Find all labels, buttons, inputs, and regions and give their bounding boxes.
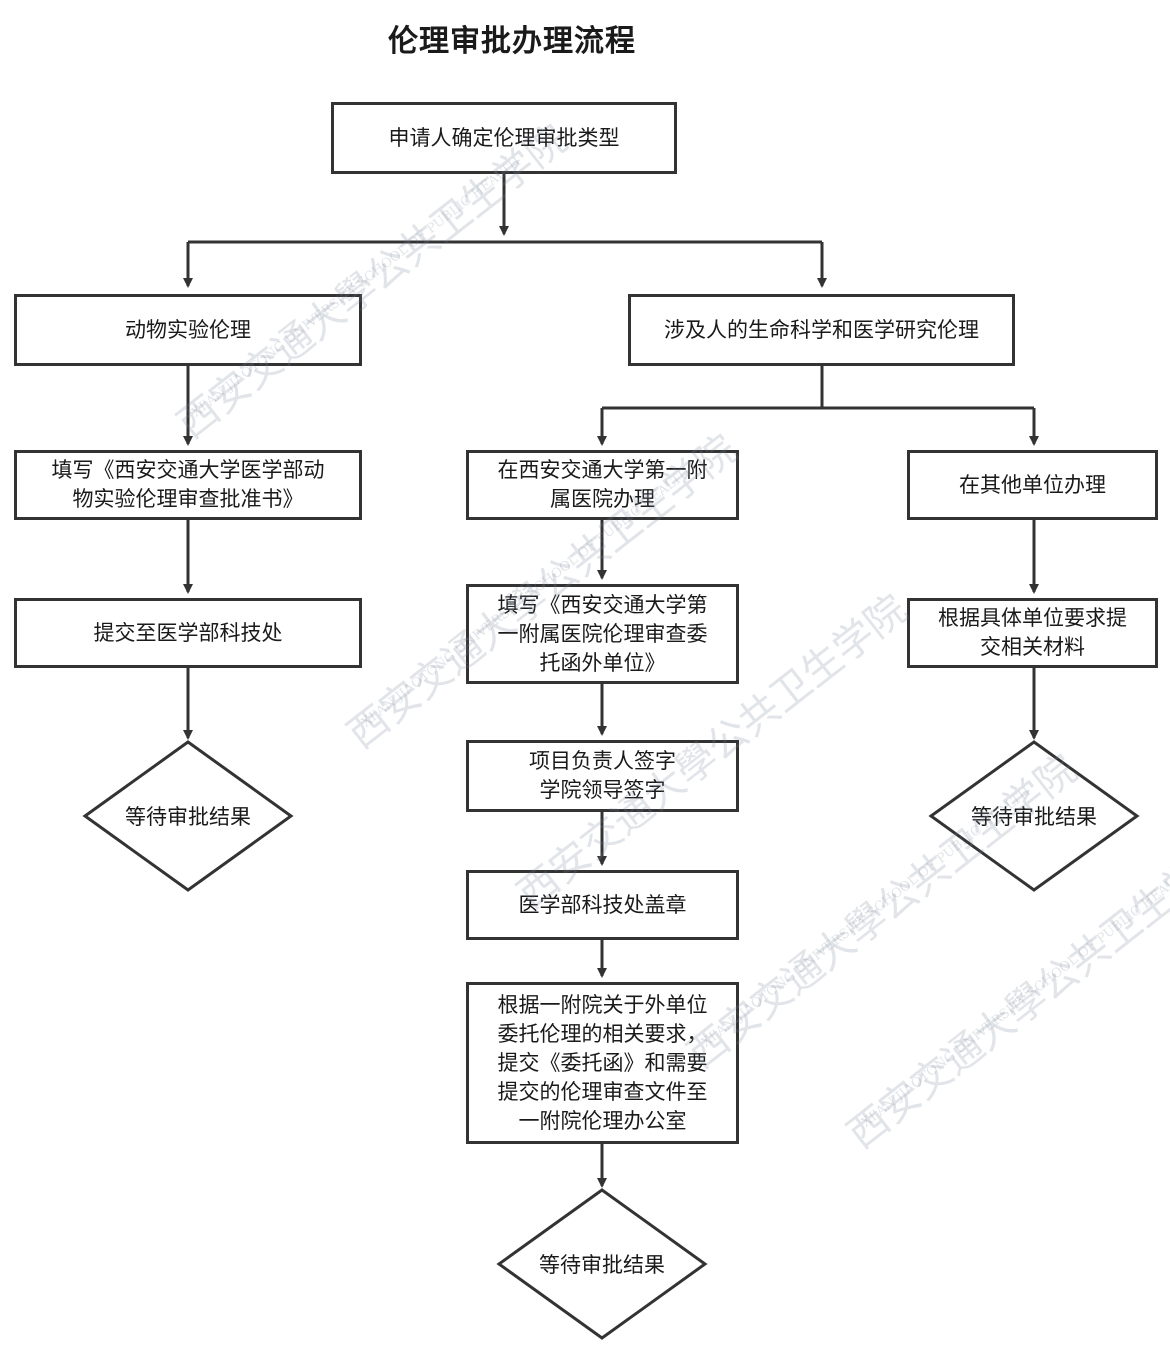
node-sign: 项目负责人签字学院领导签字	[466, 740, 739, 812]
node-text-line: 根据具体单位要求提	[938, 606, 1127, 630]
node-stamp: 医学部科技处盖章	[466, 870, 739, 940]
decision-label-center: 等待审批结果	[539, 1253, 665, 1277]
node-text-line: 一附属医院伦理审查委	[497, 621, 708, 646]
node-text-line: 属医院办理	[550, 487, 655, 511]
node-hosp-submit: 根据一附院关于外单位委托伦理的相关要求， 提交《委托函》和需要提交的伦理审查文件至…	[466, 982, 739, 1144]
node-text-line: 动物实验伦理	[125, 317, 251, 342]
node-text-line: 根据一附院关于外单位	[497, 992, 708, 1017]
node-text-line: 在其他单位办理	[959, 472, 1106, 497]
decision-label-left: 等待审批结果	[125, 805, 251, 829]
node-animal-fill: 填写《西安交通大学医学部动物实验伦理审查批准书》	[14, 450, 362, 520]
node-text-line: 物实验伦理审查批准书》	[72, 487, 304, 511]
node-text-line: 一附院伦理办公室	[518, 1108, 687, 1133]
node-text-line: 学院领导签字	[539, 778, 666, 802]
node-text-line: 申请人确定伦理审批类型	[388, 125, 620, 150]
node-hosp1: 在西安交通大学第一附属医院办理	[466, 450, 739, 520]
node-text-line: 医学部科技处盖章	[518, 892, 687, 917]
node-text-line: 涉及人的生命科学和医学研究伦理	[664, 317, 979, 342]
node-text-line: 提交《委托函》和需要	[497, 1050, 708, 1075]
node-text-line: 交相关材料	[980, 635, 1085, 659]
decision-label-right: 等待审批结果	[971, 805, 1097, 829]
node-text-line: 提交至医学部科技处	[93, 620, 283, 645]
node-text-line: 在西安交通大学第一附	[497, 458, 708, 482]
decision-diamond-center	[496, 1188, 708, 1340]
decision-diamond-left	[82, 740, 294, 892]
node-text-line: 填写《西安交通大学医学部动	[51, 458, 325, 482]
node-start: 申请人确定伦理审批类型	[331, 102, 677, 174]
node-text-line: 提交的伦理审查文件至	[497, 1079, 708, 1104]
node-text-line: 委托伦理的相关要求，	[497, 1021, 708, 1046]
node-text-line: 填写《西安交通大学第	[497, 592, 708, 617]
node-animal-submit: 提交至医学部科技处	[14, 598, 362, 668]
node-text-line: 项目负责人签字	[529, 749, 676, 773]
decision-diamond-right	[928, 740, 1140, 892]
page-title: 伦理审批办理流程	[388, 24, 636, 59]
node-hosp-fill: 填写《西安交通大学第一附属医院伦理审查委托函外单位》	[466, 584, 739, 684]
node-human-ethics: 涉及人的生命科学和医学研究伦理	[628, 294, 1015, 366]
node-other-unit: 在其他单位办理	[907, 450, 1158, 520]
node-text-line: 托函外单位》	[539, 650, 666, 675]
node-animal-ethics: 动物实验伦理	[14, 294, 362, 366]
node-other-submit: 根据具体单位要求提交相关材料	[907, 598, 1158, 668]
